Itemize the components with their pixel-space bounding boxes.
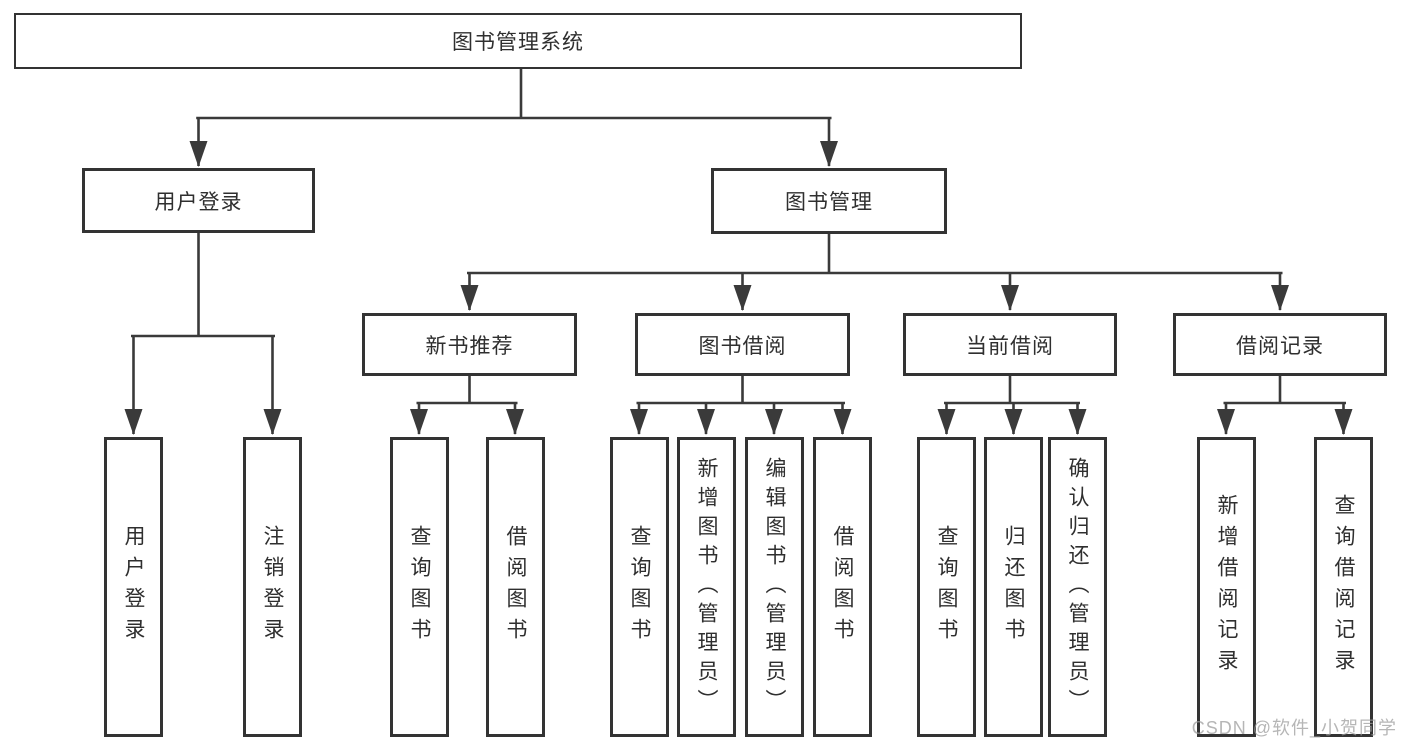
leaf-node-label: 借阅图书 — [504, 525, 527, 649]
module-node-label: 当前借阅 — [966, 334, 1054, 358]
leaf-node-label: 编辑图书（管理员） — [763, 456, 786, 718]
leaf-node-label: 注销登录 — [261, 525, 284, 649]
leaf-node-query-borrow-record: 查询借阅记录 — [1314, 437, 1373, 737]
csdn-watermark: CSDN @软件_小贺同学 — [1191, 718, 1397, 738]
leaf-node-edit-book-admin: 编辑图书（管理员） — [745, 437, 804, 737]
module-node-new-book-recommend: 新书推荐 — [362, 313, 577, 376]
leaf-node-label: 归还图书 — [1002, 525, 1025, 649]
leaf-node-label: 用户登录 — [122, 525, 145, 649]
branch-node-label: 图书管理 — [785, 191, 873, 214]
module-node-book-borrow: 图书借阅 — [635, 313, 850, 376]
leaf-node-label: 新增借阅记录 — [1215, 494, 1238, 680]
branch-node-user-login: 用户登录 — [82, 168, 315, 233]
leaf-node-borrow-books: 借阅图书 — [813, 437, 872, 737]
branch-node-label: 用户登录 — [154, 190, 243, 214]
module-node-current-borrow: 当前借阅 — [903, 313, 1117, 376]
leaf-node-query-books-current: 查询图书 — [917, 437, 976, 737]
leaf-node-label: 新增图书（管理员） — [695, 456, 718, 718]
leaf-node-return-books: 归还图书 — [984, 437, 1043, 737]
leaf-node-label: 确认归还（管理员） — [1066, 456, 1089, 718]
leaf-node-confirm-return-admin: 确认归还（管理员） — [1048, 437, 1107, 737]
branch-node-book-management: 图书管理 — [711, 168, 947, 234]
leaf-node-label: 查询图书 — [628, 525, 651, 649]
module-node-borrow-records: 借阅记录 — [1173, 313, 1387, 376]
leaf-node-label: 查询借阅记录 — [1332, 494, 1355, 680]
leaf-node-label: 借阅图书 — [831, 525, 854, 649]
leaf-node-add-borrow-record: 新增借阅记录 — [1197, 437, 1256, 737]
module-node-label: 图书借阅 — [698, 334, 787, 358]
leaf-node-user-login: 用户登录 — [104, 437, 163, 737]
leaf-node-label: 查询图书 — [408, 525, 431, 649]
leaf-node-logout: 注销登录 — [243, 437, 302, 737]
leaf-node-add-book-admin: 新增图书（管理员） — [677, 437, 736, 737]
leaf-node-borrow-books-recommend: 借阅图书 — [486, 437, 545, 737]
leaf-node-label: 查询图书 — [935, 525, 958, 649]
module-node-label: 新书推荐 — [425, 334, 514, 358]
module-node-label: 借阅记录 — [1236, 334, 1324, 358]
leaf-node-query-books-borrow: 查询图书 — [610, 437, 669, 737]
root-node-label: 图书管理系统 — [452, 31, 584, 54]
root-node-library-system: 图书管理系统 — [14, 13, 1022, 69]
leaf-node-query-books-recommend: 查询图书 — [390, 437, 449, 737]
